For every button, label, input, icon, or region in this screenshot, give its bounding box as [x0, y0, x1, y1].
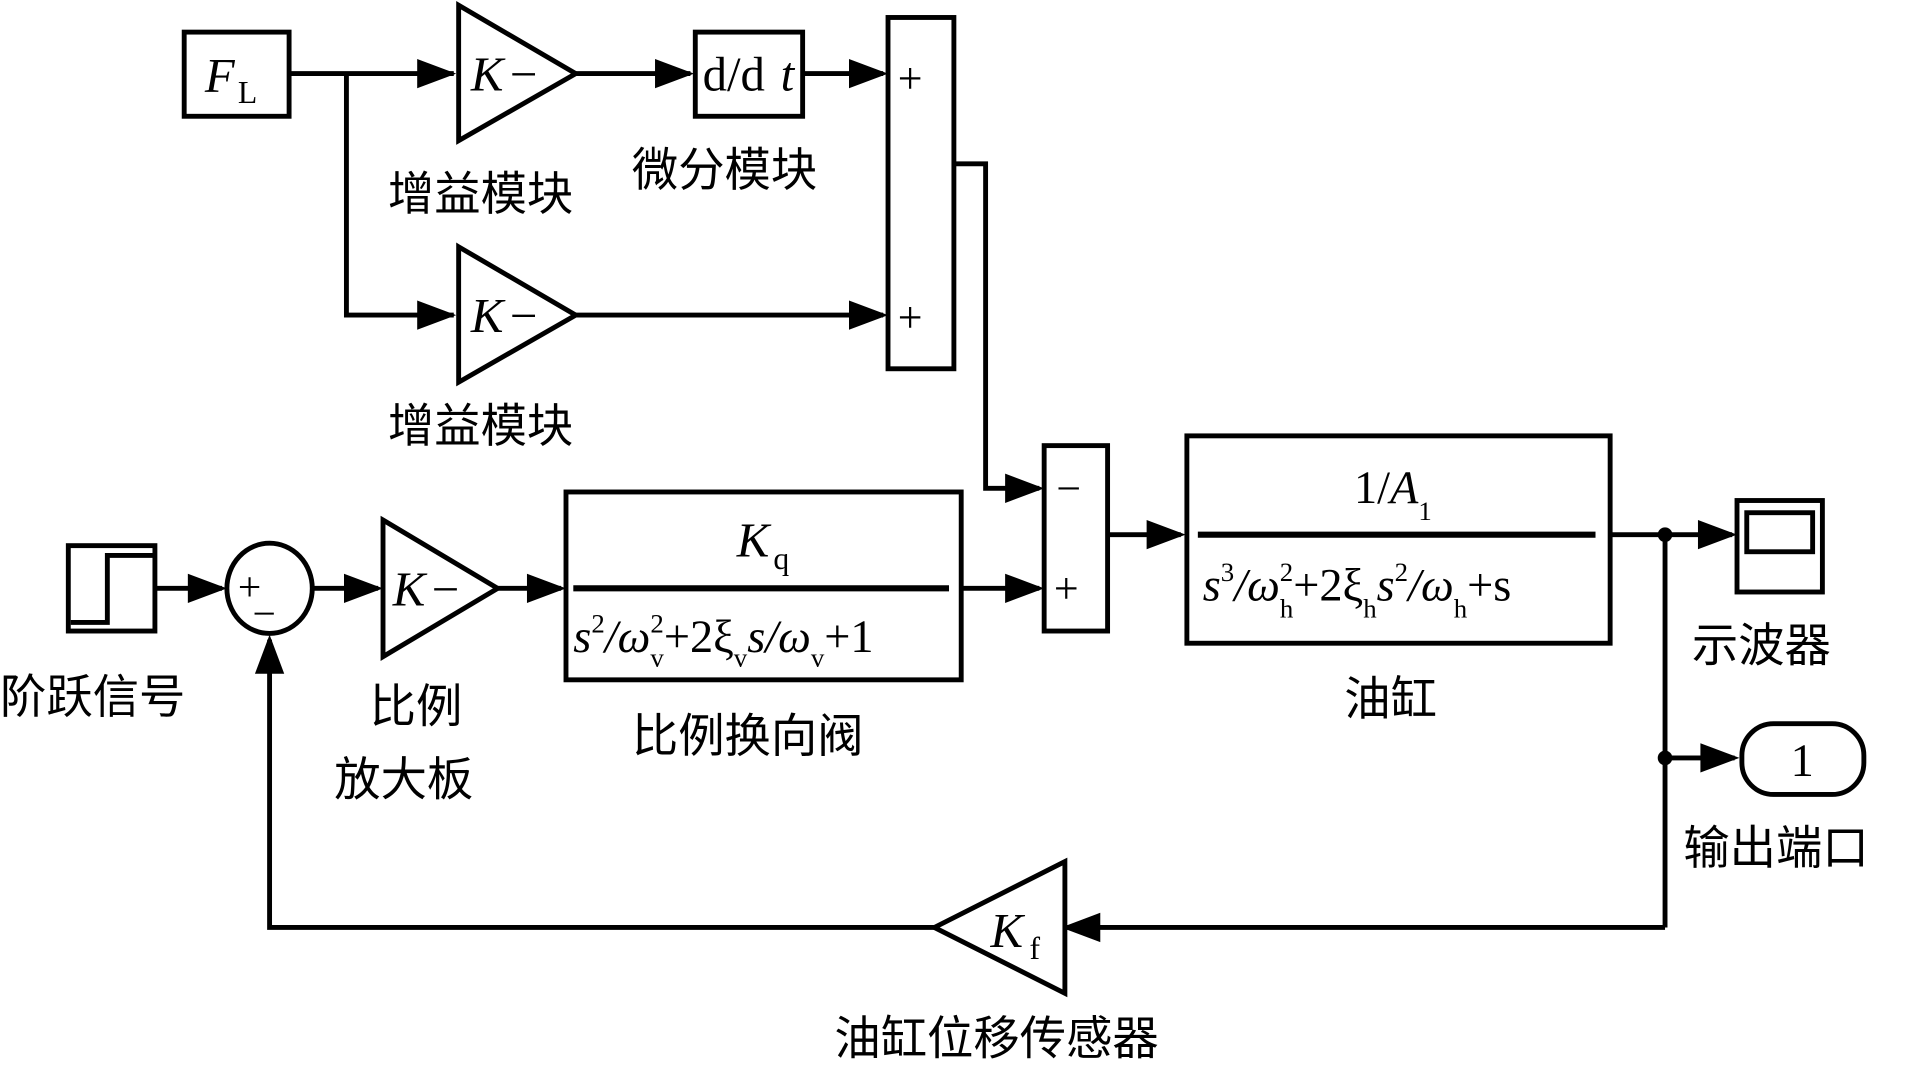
gain-symbol: K	[470, 289, 506, 343]
gain-block-bottom[interactable]: K −	[456, 242, 581, 387]
arrow-icon	[1700, 743, 1740, 773]
step-icon	[70, 552, 154, 625]
sum-junction-input[interactable]: + −	[224, 540, 315, 636]
arrow-icon	[343, 573, 384, 603]
arrow-icon	[848, 300, 889, 330]
derivative-variable: t	[781, 48, 796, 102]
gain-block-bottom-label: 增益模块	[388, 399, 573, 453]
gain-block-top-label: 增益模块	[388, 167, 573, 221]
arrow-icon	[1146, 520, 1186, 550]
scope-label: 示波器	[1692, 619, 1831, 673]
gain-block-top[interactable]: K −	[456, 1, 581, 145]
step-signal-label: 阶跃信号	[0, 670, 185, 724]
arrow-icon	[848, 58, 889, 89]
sensor-gain-symbol: K	[989, 904, 1025, 958]
output-port-number: 1	[1791, 736, 1814, 787]
valve-numerator-subscript: q	[773, 541, 789, 576]
cylinder-label: 油缸	[1344, 672, 1437, 726]
scope-screen-icon	[1744, 510, 1816, 555]
arrow-icon	[187, 573, 227, 603]
arrow-icon	[1005, 573, 1045, 603]
signal-line	[953, 161, 1040, 491]
arrow-icon	[254, 634, 285, 674]
sum-sign-plus: +	[898, 55, 923, 103]
step-signal-block[interactable]	[65, 543, 158, 634]
valve-numerator: K	[736, 514, 772, 568]
derivative-block[interactable]: d/d t	[692, 29, 806, 119]
arrow-icon	[1697, 520, 1738, 550]
sensor-gain-subscript: f	[1030, 931, 1041, 966]
load-force-symbol: F	[204, 49, 236, 103]
output-port-label: 输出端口	[1683, 821, 1868, 875]
arrow-icon	[417, 58, 457, 89]
sum-block-top[interactable]: + +	[885, 15, 957, 372]
cylinder-numerator: 1/A1	[1354, 463, 1432, 526]
gain-symbol: K	[392, 562, 428, 616]
sum-sign-plus: +	[238, 564, 261, 610]
proportional-valve-label: 比例换向阀	[632, 709, 864, 763]
derivative-text: d/d	[703, 48, 765, 102]
sum-sign-plus: +	[898, 294, 923, 342]
gain-suffix: −	[432, 562, 460, 616]
sum-block-mid[interactable]: − +	[1041, 443, 1111, 634]
load-force-subscript: L	[238, 75, 257, 110]
amplifier-label-line2: 放大板	[334, 753, 473, 807]
derivative-block-label: 微分模块	[632, 143, 817, 197]
gain-suffix: −	[510, 289, 538, 343]
sum-sign-minus: −	[1056, 465, 1081, 513]
amplifier-label-line1: 比例	[370, 680, 463, 734]
arrow-icon	[526, 573, 566, 603]
feedback-line	[267, 639, 935, 930]
gain-suffix: −	[510, 48, 538, 102]
scope-block[interactable]	[1734, 498, 1825, 595]
arrow-icon	[417, 300, 457, 330]
arrow-icon	[1005, 473, 1045, 503]
arrow-icon	[1061, 912, 1101, 943]
sum-sign-plus: +	[1054, 565, 1079, 613]
arrow-icon	[655, 58, 695, 89]
proportional-amplifier-block[interactable]: K −	[380, 515, 503, 661]
position-sensor-label: 油缸位移传感器	[834, 1011, 1158, 1065]
output-port-block[interactable]: 1	[1739, 721, 1867, 797]
position-sensor-block[interactable]: K f	[928, 857, 1068, 998]
sum-sign-minus: −	[253, 590, 276, 636]
load-force-block[interactable]: F L	[181, 29, 292, 119]
gain-symbol: K	[470, 48, 506, 102]
